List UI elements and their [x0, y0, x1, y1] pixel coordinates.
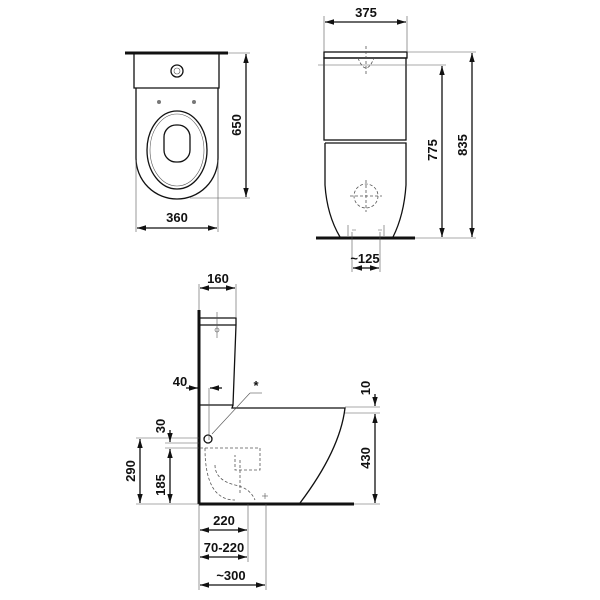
dim-depth: 650	[229, 114, 244, 136]
dim-tank-depth: 160	[207, 271, 229, 286]
bowl-outline	[135, 88, 219, 200]
flush-button-icon	[170, 64, 184, 78]
side-view: * 160 40 10 430 30 290 185 220	[123, 271, 380, 590]
inlet-circle	[203, 434, 213, 444]
tank-outline	[323, 57, 407, 141]
dim-total-distance: ~300	[216, 568, 245, 583]
dim-wall-gap: 40	[173, 374, 187, 389]
top-view: 650 360	[125, 51, 250, 232]
dim-outlet-distance: 220	[213, 513, 235, 528]
dim-seat-offset: 10	[358, 381, 373, 395]
front-view: 375 775 835 ~125	[316, 5, 476, 272]
dim-outlet-range: 70-220	[204, 540, 244, 555]
dim-front-width: 375	[355, 5, 377, 20]
dim-seat-height: 430	[358, 447, 373, 469]
dim-inlet-offset: 30	[153, 419, 168, 433]
dim-outlet-height: 185	[153, 474, 168, 496]
dim-fixing-distance: ~125	[350, 251, 379, 266]
note-marker: *	[253, 378, 259, 393]
dim-inlet-height: 290	[123, 460, 138, 482]
bowl-opening	[163, 124, 191, 163]
dim-width: 360	[166, 210, 188, 225]
dim-tank-height: 775	[425, 139, 440, 161]
dim-total-height: 835	[455, 134, 470, 156]
seat-outline	[146, 110, 208, 190]
